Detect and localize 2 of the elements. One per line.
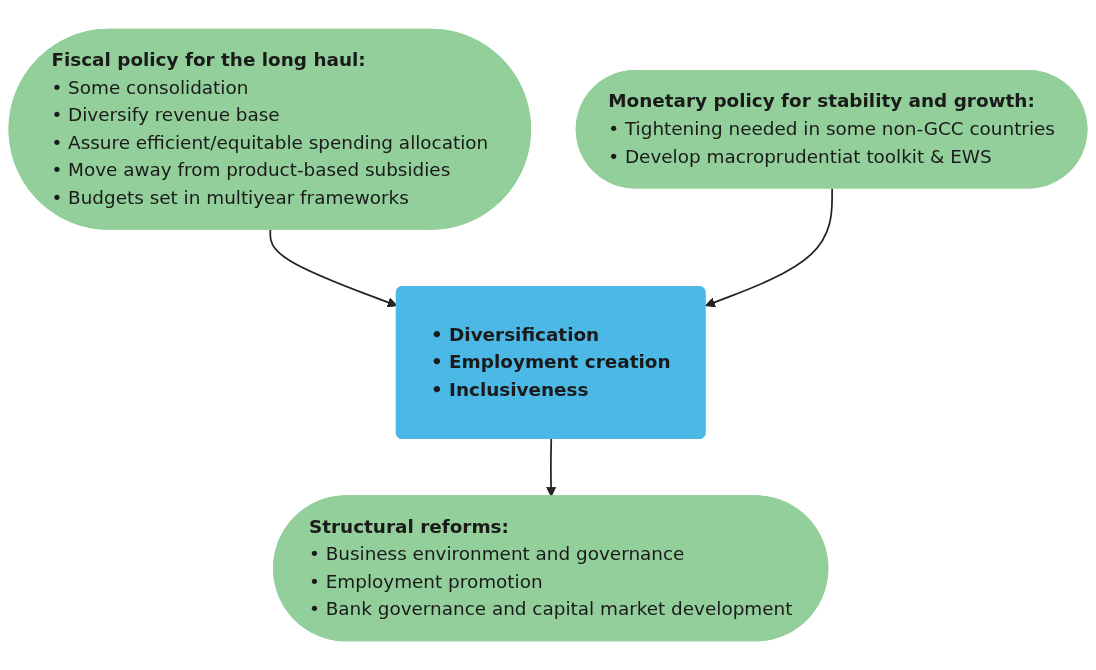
- arrow: [705, 187, 833, 308]
- arrow: [546, 438, 557, 497]
